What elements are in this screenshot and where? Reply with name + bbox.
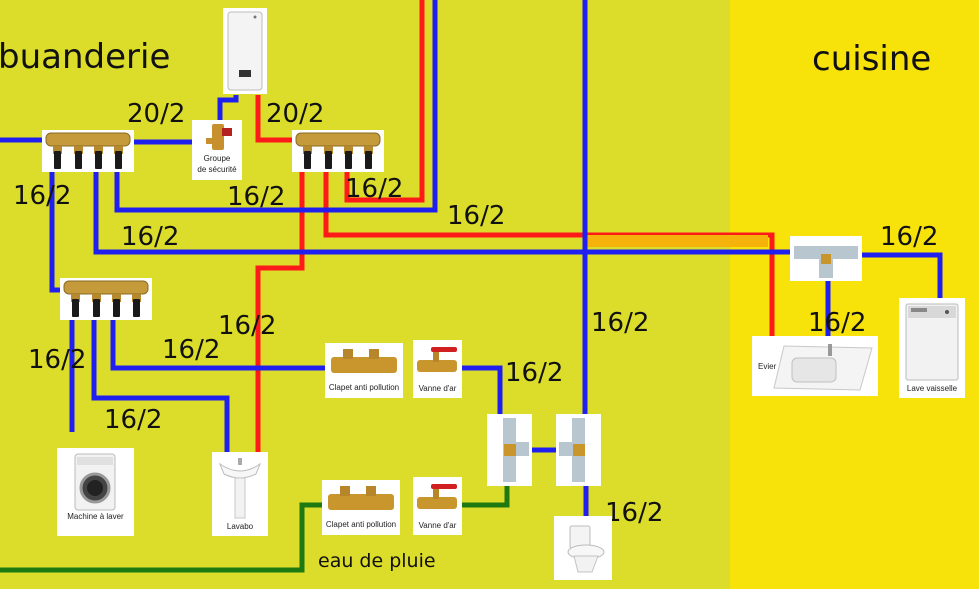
- pipe-size-label: 16/2: [104, 405, 163, 435]
- rain-water-label: eau de pluie: [318, 550, 436, 572]
- pipe-size-label: 16/2: [28, 345, 87, 375]
- check-valve-1: Clapet anti pollution: [325, 343, 403, 398]
- manifold-icon: [45, 132, 131, 154]
- washbasin-icon: [218, 458, 262, 519]
- pipe-size-label: 16/2: [345, 174, 404, 204]
- tee-fitting-kitchen: [790, 236, 862, 281]
- tee-fitting-left: [487, 414, 532, 486]
- cold-pipe-to-low-manifold: [49, 170, 60, 293]
- sink: Evier: [752, 336, 878, 396]
- pipe-size-label: 16/2: [808, 308, 867, 338]
- ball-valve-1-label: Vanne d'ar: [418, 384, 457, 393]
- pipe-size-label: 16/2: [218, 311, 277, 341]
- ball-valve-1: Vanne d'ar: [413, 340, 462, 398]
- check-valve-icon: [331, 349, 397, 373]
- pipe-size-label: 16/2: [880, 222, 939, 252]
- washing-machine: Machine à laver: [57, 448, 134, 536]
- pipe-size-label: 16/2: [121, 222, 180, 252]
- check-valve-icon: [328, 486, 394, 510]
- tee-fitting-icon: [503, 418, 529, 482]
- washbasin: Lavabo: [212, 452, 268, 536]
- safety-group-label-1: Groupe: [203, 154, 231, 163]
- cold-pipe-top-loop: [114, 0, 438, 213]
- manifold-hot: [292, 130, 384, 172]
- hot-pipe-main-top: [255, 95, 292, 143]
- rain-water-pipe: [0, 502, 322, 573]
- water-heater-icon: [227, 11, 263, 91]
- check-valve-1-label: Clapet anti pollution: [328, 383, 400, 392]
- room-label-kitchen: cuisine: [812, 39, 932, 79]
- ball-valve-2-label: Vanne d'ar: [418, 521, 457, 530]
- manifold-cold-top: [42, 130, 134, 172]
- dishwasher-icon: [905, 303, 959, 381]
- manifold-cold-low: [60, 278, 152, 320]
- ball-valve-2: Vanne d'ar: [413, 477, 462, 535]
- check-valve-2-label: Clapet anti pollution: [325, 520, 397, 529]
- manifold-icon: [63, 280, 149, 302]
- toilet: [554, 516, 612, 580]
- safety-group: Groupe de sécurité: [192, 120, 242, 180]
- ball-valve-icon: [417, 347, 457, 372]
- hot-pipe-washbasin: [255, 172, 305, 452]
- cold-water-pipes: [0, 0, 943, 516]
- toilet-icon: [567, 525, 605, 573]
- check-valve-2: Clapet anti pollution: [322, 480, 400, 535]
- room-label-laundry: buanderie: [0, 37, 171, 77]
- dishwasher: Lave vaisselle: [899, 298, 965, 398]
- washing-machine-icon: [74, 453, 116, 511]
- pipe-size-label: 16/2: [505, 358, 564, 388]
- cold-pipe-kitchen-feed: [93, 170, 790, 255]
- washbasin-label: Lavabo: [226, 522, 254, 531]
- cold-pipe-kitchen-dishwasher: [862, 252, 943, 298]
- cold-pipe-washbasin: [91, 318, 230, 452]
- pipe-size-label: 16/2: [591, 308, 650, 338]
- hot-pipe-sink: [323, 170, 775, 340]
- pipe-size-label: 16/2: [13, 181, 72, 211]
- pipe-size-label: 20/2: [127, 99, 186, 129]
- sink-label: Evier: [758, 362, 777, 371]
- cold-pipe-valve-to-tee: [462, 365, 503, 418]
- dishwasher-label: Lave vaisselle: [906, 384, 958, 393]
- hot-water-pipes: [255, 0, 775, 452]
- pipe-size-label: 20/2: [266, 99, 325, 129]
- tee-fitting-icon: [794, 246, 858, 278]
- pipe-size-label: 16/2: [227, 182, 286, 212]
- water-heater: [223, 8, 267, 94]
- cold-pipe-check-valve: [110, 318, 325, 371]
- pipe-size-label: 16/2: [447, 201, 506, 231]
- rain-water-pipe-2: [462, 483, 510, 508]
- hot-pipe-riser-1: [344, 0, 425, 203]
- tee-fitting-icon: [559, 418, 585, 482]
- manifold-icon: [295, 132, 381, 154]
- ball-valve-icon: [417, 484, 457, 509]
- pipe-size-label: 16/2: [162, 335, 221, 365]
- tee-fitting-right: [556, 414, 601, 486]
- cold-pipe-to-heater: [217, 95, 239, 132]
- sink-icon: [773, 344, 873, 391]
- pipe-size-label: 16/2: [605, 498, 664, 528]
- washing-machine-label: Machine à laver: [67, 512, 124, 521]
- safety-group-icon: [206, 124, 232, 150]
- safety-group-label-2: de sécurité: [197, 165, 237, 174]
